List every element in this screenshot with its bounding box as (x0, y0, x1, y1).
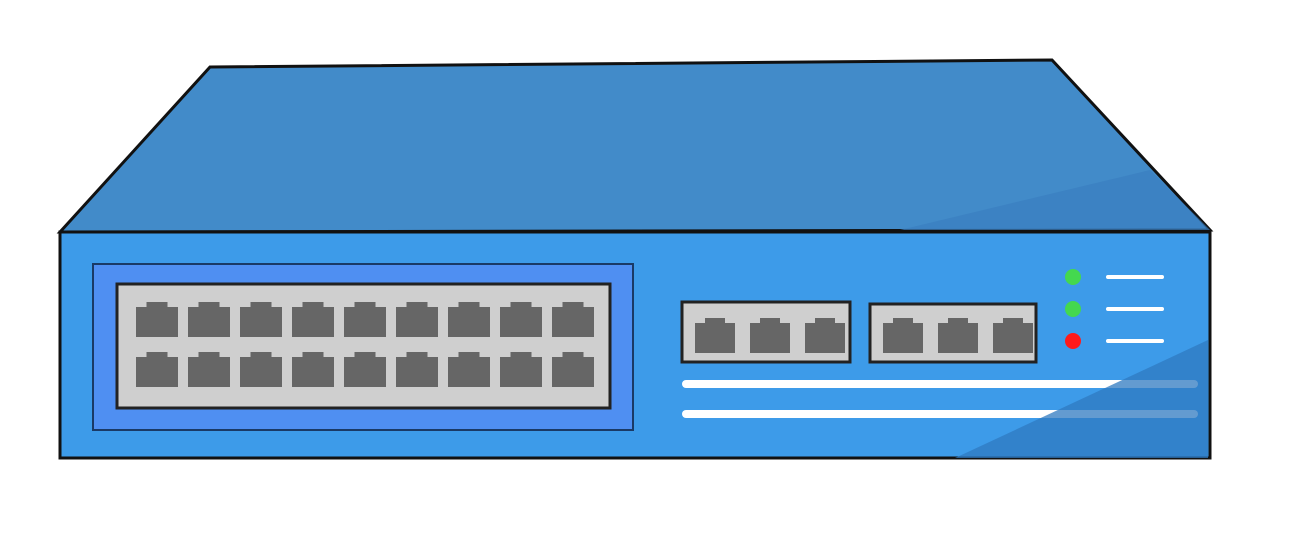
vent-line (682, 380, 1198, 388)
ethernet-port (448, 302, 490, 337)
ethernet-port (805, 318, 845, 353)
ethernet-port (750, 318, 790, 353)
ethernet-port (136, 352, 178, 387)
ethernet-port (883, 318, 923, 353)
status-led-on (1065, 301, 1081, 317)
ethernet-port (500, 302, 542, 337)
status-led-on (1065, 269, 1081, 285)
ethernet-port (188, 352, 230, 387)
ethernet-port (552, 302, 594, 337)
ethernet-port (344, 302, 386, 337)
top-highlight (900, 170, 1210, 230)
led-label-mark (1106, 339, 1164, 343)
ethernet-port (292, 302, 334, 337)
front-shade (955, 340, 1208, 458)
ethernet-port (240, 302, 282, 337)
ethernet-port (240, 352, 282, 387)
led-label-mark (1106, 307, 1164, 311)
ethernet-port (292, 352, 334, 387)
ethernet-port (396, 302, 438, 337)
ethernet-port (500, 352, 542, 387)
main-ports (136, 302, 594, 387)
ethernet-port (695, 318, 735, 353)
status-led-alert (1065, 333, 1081, 349)
status-leds (1065, 269, 1164, 349)
uplink-ports (695, 318, 1033, 353)
led-label-mark (1106, 275, 1164, 279)
ethernet-port (344, 352, 386, 387)
ethernet-port (188, 302, 230, 337)
ethernet-port (448, 352, 490, 387)
ethernet-port (552, 352, 594, 387)
ethernet-port (136, 302, 178, 337)
ethernet-port (993, 318, 1033, 353)
ethernet-port (396, 352, 438, 387)
ethernet-port (938, 318, 978, 353)
